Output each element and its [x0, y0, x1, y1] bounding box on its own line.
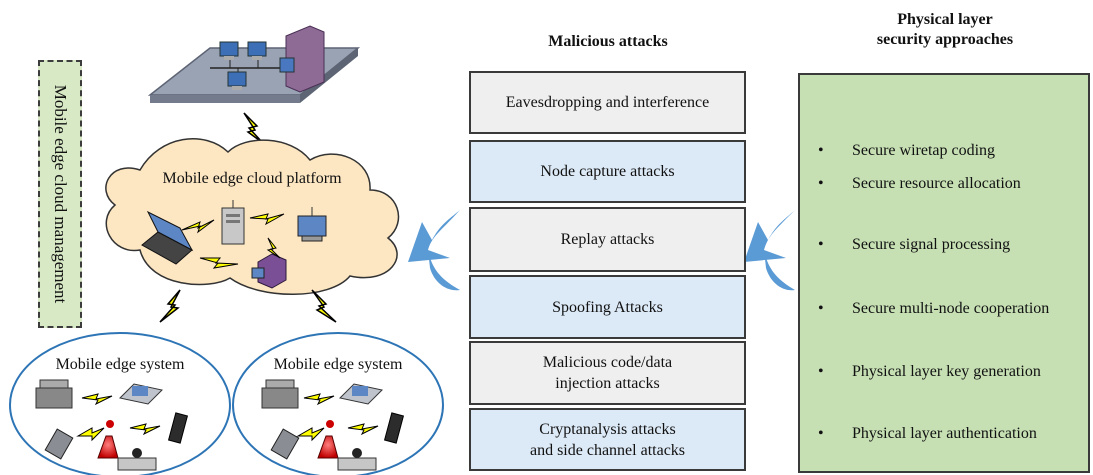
security-item-label: Physical layer key generation [852, 363, 1041, 380]
bullet: • [818, 142, 824, 159]
bullet: • [818, 300, 824, 317]
management-sidebar: Mobile edge cloud management [38, 60, 82, 328]
lightning-bolt [159, 289, 181, 323]
security-item-label: Secure signal processing [852, 236, 1011, 253]
laptop-icon [141, 210, 194, 265]
security-item: • Secure multi-node cooperation [800, 297, 1092, 321]
security-item: • Physical layer key generation [800, 360, 1092, 384]
arrow-attacks-to-cloud-lower [428, 250, 460, 291]
lightning-bolt [76, 427, 105, 442]
lightning-bolt [347, 423, 379, 436]
security-item: • Secure wiretap coding [800, 139, 1092, 163]
bullet: • [818, 175, 824, 192]
lightning-bolt [296, 427, 325, 442]
security-item: • Secure resource allocation [800, 172, 1092, 196]
bullet: • [818, 425, 824, 442]
attack-label: Spoofing Attacks [552, 298, 663, 316]
lightning-bolt [199, 257, 239, 269]
security-item: • Secure signal processing [800, 233, 1092, 257]
security-panel: • Secure wiretap coding • Secure resourc… [798, 73, 1090, 473]
security-item-label: Secure wiretap coding [852, 142, 996, 159]
network-platform-icon [147, 25, 361, 103]
attack-label: Replay attacks [560, 231, 655, 248]
lightning-bolt [243, 112, 264, 144]
lightning-bolt [303, 393, 335, 406]
desktop-computer-icon [297, 207, 327, 242]
management-label: Mobile edge cloud management [51, 84, 70, 304]
bullet: • [818, 236, 824, 253]
edge-devices-left [35, 379, 189, 471]
attack-box: Spoofing Attacks [469, 275, 746, 339]
cloud-label: Mobile edge cloud platform [162, 170, 342, 187]
edge-devices-right [261, 379, 405, 471]
attack-box: Node capture attacks [469, 140, 746, 203]
lightning-bolt [81, 393, 113, 406]
lightning-bolt [181, 219, 215, 234]
security-item: • Physical layer authentication [800, 422, 1092, 446]
arrow-security-to-attacks [744, 210, 795, 262]
security-item-label: Secure resource allocation [852, 175, 1021, 192]
arrow-security-to-attacks-lower [764, 250, 795, 291]
lightning-bolt [249, 213, 285, 226]
edge-system-label: Mobile edge system [55, 356, 185, 373]
attack-box: Eavesdropping and interference [469, 71, 746, 134]
lightning-bolt [311, 289, 337, 323]
server-tower-icon [221, 200, 245, 245]
attack-box: Replay attacks [469, 207, 746, 272]
arrow-attacks-to-cloud [408, 210, 460, 262]
security-item-label: Secure multi-node cooperation [852, 300, 1050, 317]
lightning-bolt [266, 237, 281, 259]
lightning-bolt [129, 423, 161, 436]
edge-system-label: Mobile edge system [273, 356, 403, 373]
bullet: • [818, 363, 824, 380]
attack-label: Node capture attacks [540, 163, 675, 180]
attacks-title: Malicious attacks [548, 33, 668, 50]
security-item-label: Physical layer authentication [852, 425, 1037, 442]
server-cube-icon [251, 253, 287, 289]
attack-label: Eavesdropping and interference [505, 94, 710, 111]
